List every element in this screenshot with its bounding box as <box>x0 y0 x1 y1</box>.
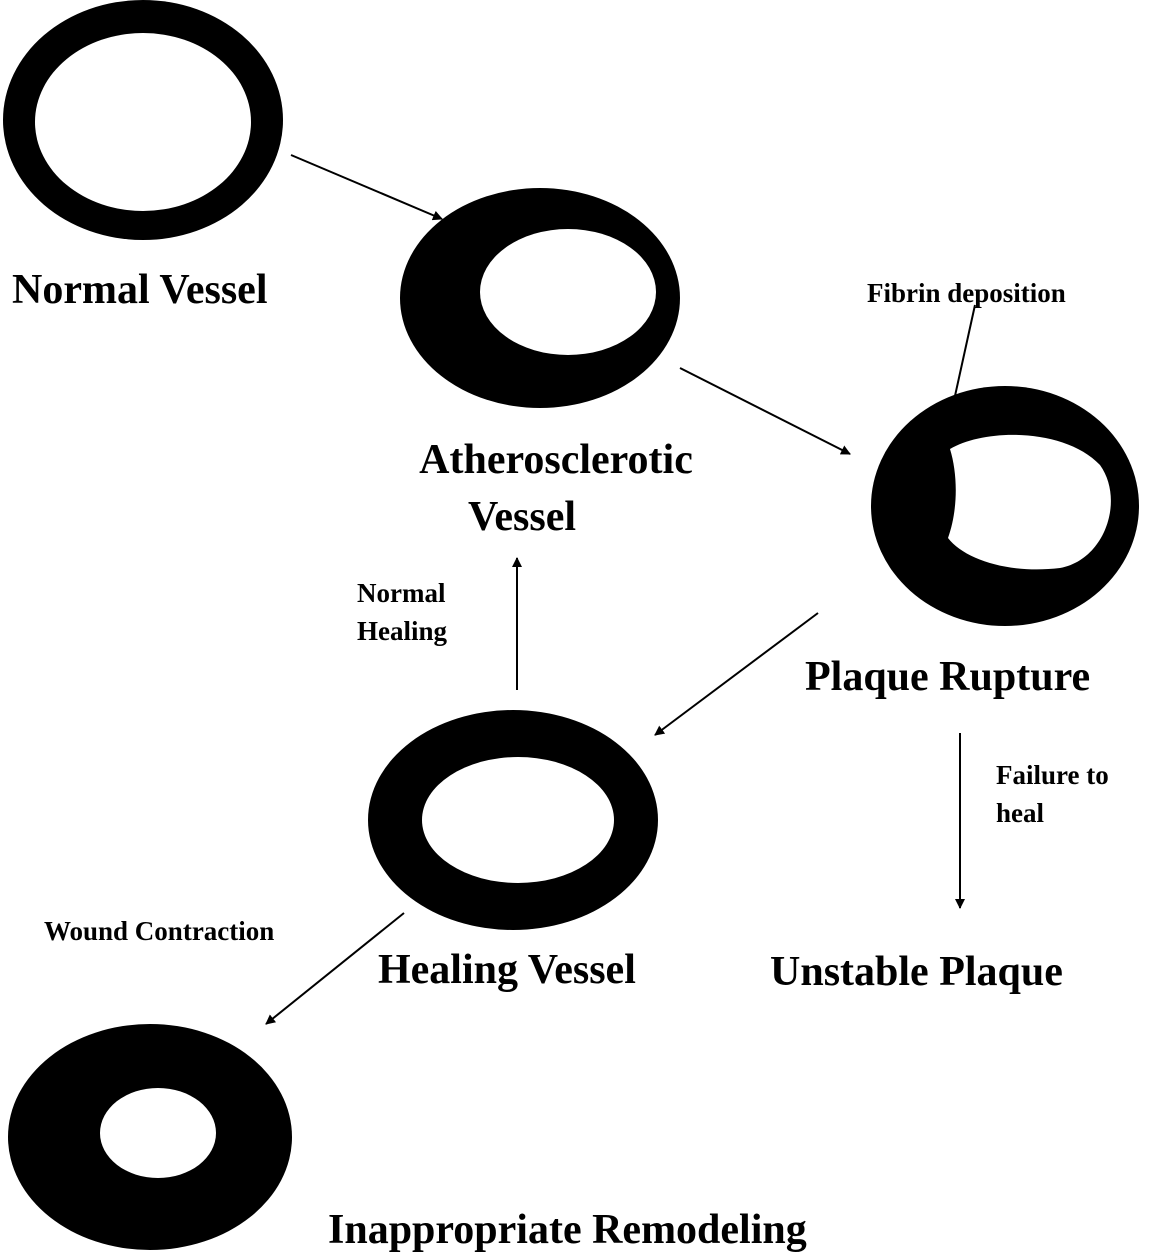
plaque-rupture-label: Plaque Rupture <box>805 654 1090 700</box>
normal-healing-label-line1: Normal <box>357 578 446 608</box>
athero-vessel-label-line1: Atherosclerotic <box>419 437 693 483</box>
athero-vessel-label-line2: Vessel <box>468 494 576 540</box>
arrow-rupture-to-healing <box>655 613 818 735</box>
normal-vessel-label: Normal Vessel <box>12 267 268 313</box>
failure-to-heal-label-line1: Failure to <box>996 760 1109 790</box>
fibrin-deposition-label: Fibrin deposition <box>867 278 1066 308</box>
failure-to-heal-label-line2: heal <box>996 798 1045 828</box>
healing-vessel-label: Healing Vessel <box>378 947 636 993</box>
normal-healing-label-line2: Healing <box>357 616 448 646</box>
arrow-athero-to-rupture <box>680 368 850 454</box>
unstable-plaque-label: Unstable Plaque <box>770 949 1063 995</box>
plaque-rupture-vessel-ring <box>871 386 1139 626</box>
remodeling-vessel-ring <box>8 1024 292 1250</box>
normal-vessel-ring <box>3 0 283 240</box>
arrow-normal-to-athero <box>291 155 442 219</box>
inappropriate-remodeling-label: Inappropriate Remodeling <box>328 1207 807 1253</box>
wound-contraction-label: Wound Contraction <box>44 916 274 946</box>
healing-vessel-ring <box>368 710 658 930</box>
atherosclerotic-vessel-ring <box>400 188 680 408</box>
